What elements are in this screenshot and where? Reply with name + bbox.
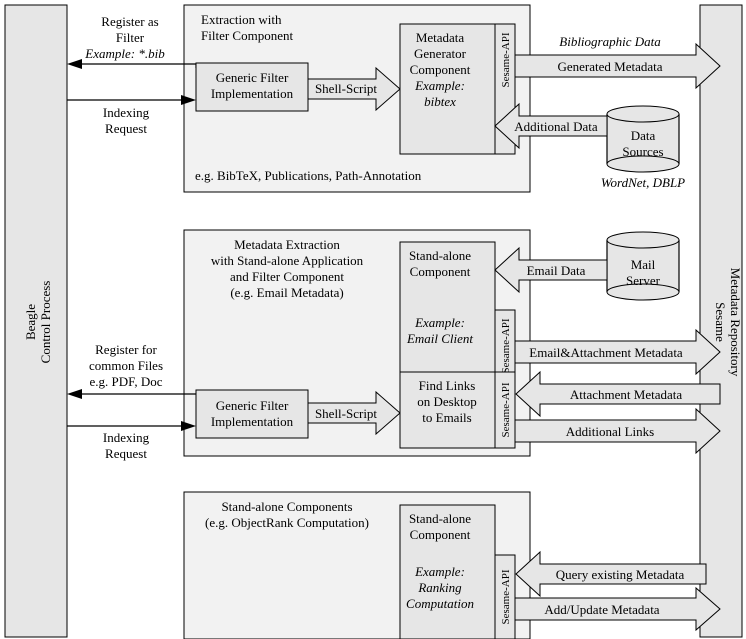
gen-line3: Component <box>410 62 471 77</box>
sa3-ex1: Example: <box>414 564 465 579</box>
section3-title-line2: (e.g. ObjectRank Computation) <box>205 515 369 530</box>
control-process-label: Control Process <box>38 281 53 364</box>
mail-server-line1: Mail <box>631 257 656 272</box>
sa2-line2: Component <box>410 264 471 279</box>
standalone-email-box <box>399 241 496 393</box>
generated-metadata-text: Generated Metadata <box>557 59 662 74</box>
sesame-api-label-2: Sesame-API <box>500 318 512 373</box>
attachment-metadata-label: Attachment Metadata <box>570 387 682 402</box>
indexing-line2: Request <box>105 121 147 136</box>
generic-filter-box-1 <box>195 62 309 112</box>
shell-script-arrow-1 <box>307 66 401 112</box>
section3-title-line1: Stand-alone Components <box>221 499 352 514</box>
query-metadata-label: Query existing Metadata <box>556 567 685 582</box>
links-line3: to Emails <box>422 410 471 425</box>
sesame-label: Sesame <box>713 302 728 342</box>
additional-links-arrow <box>514 407 721 455</box>
shell-script-label-1: Shell-Script <box>315 81 377 96</box>
shell-script-label-2: Shell-Script <box>315 406 377 421</box>
indexing2-line1: Indexing <box>103 430 150 445</box>
add-update-metadata-arrow <box>514 586 721 632</box>
indexing2-line2: Request <box>105 446 147 461</box>
section2-title-line4: (e.g. Email Metadata) <box>230 285 343 300</box>
data-sources-cylinder <box>606 105 680 173</box>
email-data-arrow <box>494 246 608 294</box>
section2-title-line3: and Filter Component <box>230 269 344 284</box>
mail-server-cylinder <box>606 231 680 301</box>
links-line1: Find Links <box>419 378 476 393</box>
query-metadata-arrow <box>515 550 707 598</box>
generated-metadata-arrow <box>514 42 721 90</box>
register-filter-line <box>80 63 197 68</box>
gen-example1: Example: <box>414 78 465 93</box>
sa3-ex3: Computation <box>406 596 474 611</box>
generic-filter-box-2 <box>195 389 309 439</box>
register-common-line1: Register for <box>95 342 157 357</box>
metadata-generator-box <box>399 23 496 155</box>
attachment-metadata-arrow <box>515 370 721 418</box>
filter1-line1: Generic Filter <box>216 70 289 85</box>
sa3-ex2: Ranking <box>417 580 462 595</box>
additional-data-arrow <box>494 102 608 150</box>
data-sources-line2: Sources <box>622 144 663 159</box>
filter2-line1: Generic Filter <box>216 398 289 413</box>
register-common-line2: common Files <box>89 358 163 373</box>
sa3-line1: Stand-alone <box>409 511 471 526</box>
sesame-repository-bar <box>699 4 743 638</box>
register-example: Example: *.bib <box>84 46 165 61</box>
email-attachment-arrow <box>514 328 721 376</box>
filter1-line2: Implementation <box>211 86 294 101</box>
mail-server-line2: Server <box>626 273 661 288</box>
links-line2: on Desktop <box>417 394 477 409</box>
sesame-api-bar-3 <box>494 371 516 449</box>
sesame-api-bar-4 <box>494 554 516 639</box>
sesame-api-label-4: Sesame-API <box>500 569 512 624</box>
sa2-example2: Email Client <box>406 331 473 346</box>
register-common-arrowhead <box>67 389 82 399</box>
data-sources-examples: WordNet, DBLP <box>601 175 685 190</box>
indexing-arrowhead <box>181 95 196 105</box>
sesame-api-label-3: Sesame-API <box>500 382 512 437</box>
section2-title-line2: with Stand-alone Application <box>211 253 364 268</box>
email-data-label: Email Data <box>527 263 586 278</box>
section1-title-line2: Filter Component <box>201 28 293 43</box>
indexing-arrowhead-2 <box>181 421 196 431</box>
standalone-ranking-box <box>399 504 496 639</box>
beagle-control-process-bar <box>4 4 68 638</box>
sa2-line1: Stand-alone <box>409 248 471 263</box>
beagle-label: Beagle <box>23 304 38 340</box>
sa3-line2: Component <box>410 527 471 542</box>
shell-script-arrow-2 <box>307 390 401 436</box>
email-attachment-label: Email&Attachment Metadata <box>529 345 683 360</box>
section2-title-line1: Metadata Extraction <box>234 237 340 252</box>
section1-title-line1: Extraction with <box>201 12 282 27</box>
gen-example2: bibtex <box>424 94 456 109</box>
register-common-line3: e.g. PDF, Doc <box>90 374 163 389</box>
data-sources-line1: Data <box>631 128 656 143</box>
register-filter-arrowhead <box>67 59 82 69</box>
filter2-line2: Implementation <box>211 414 294 429</box>
section1-footer: e.g. BibTeX, Publications, Path-Annotati… <box>195 168 422 183</box>
sa2-example1: Example: <box>414 315 465 330</box>
add-update-label: Add/Update Metadata <box>544 602 659 617</box>
register-filter-line2: Filter <box>116 30 145 45</box>
additional-data-label: Additional Data <box>514 119 598 134</box>
additional-links-label: Additional Links <box>566 424 654 439</box>
bibliographic-data-label: Bibliographic Data <box>559 34 661 49</box>
find-links-box <box>399 371 496 449</box>
sesame-api-label-1: Sesame-API <box>500 32 512 87</box>
metadata-repository-label: Metadata Repository <box>728 268 743 377</box>
gen-line2: Generator <box>414 46 467 61</box>
gen-line1: Metadata <box>416 30 465 45</box>
indexing-line1: Indexing <box>103 105 150 120</box>
register-filter-line1: Register as <box>101 14 158 29</box>
